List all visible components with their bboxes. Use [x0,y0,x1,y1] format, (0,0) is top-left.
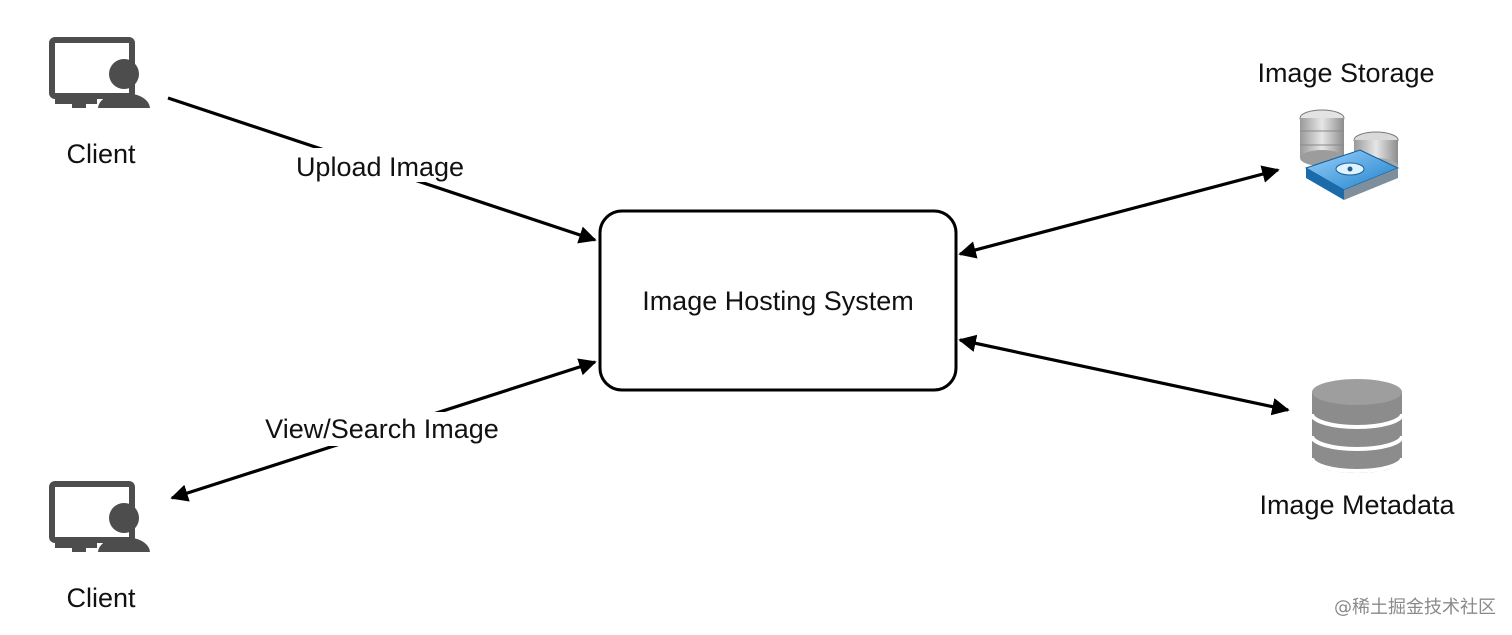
image-storage-node: Image Storage [1257,58,1435,200]
metadata-arrow [958,334,1290,416]
client-top-node: Client [49,37,150,169]
client-top-label: Client [66,139,136,169]
storage-arrow [958,165,1280,259]
upload-edge-label: Upload Image [296,152,464,182]
storage-disks-icon [1299,109,1400,200]
database-icon [1310,379,1404,473]
image-metadata-node: Image Metadata [1259,379,1456,520]
desktop-user-icon [49,481,150,552]
client-bottom-label: Client [66,583,136,613]
view-search-edge-label-group: View/Search Image [244,412,520,446]
watermark: @稀土掘金技术社区 [1334,597,1496,618]
view-search-edge-label: View/Search Image [265,414,499,444]
hosting-system-node: Image Hosting System [598,209,958,392]
hosting-system-label: Image Hosting System [642,286,914,316]
image-storage-label: Image Storage [1257,58,1434,88]
upload-edge-label-group: Upload Image [280,148,480,182]
image-metadata-label: Image Metadata [1259,490,1455,520]
desktop-user-icon [49,37,150,108]
hosting-system-box [598,209,958,392]
client-bottom-node: Client [49,481,150,613]
